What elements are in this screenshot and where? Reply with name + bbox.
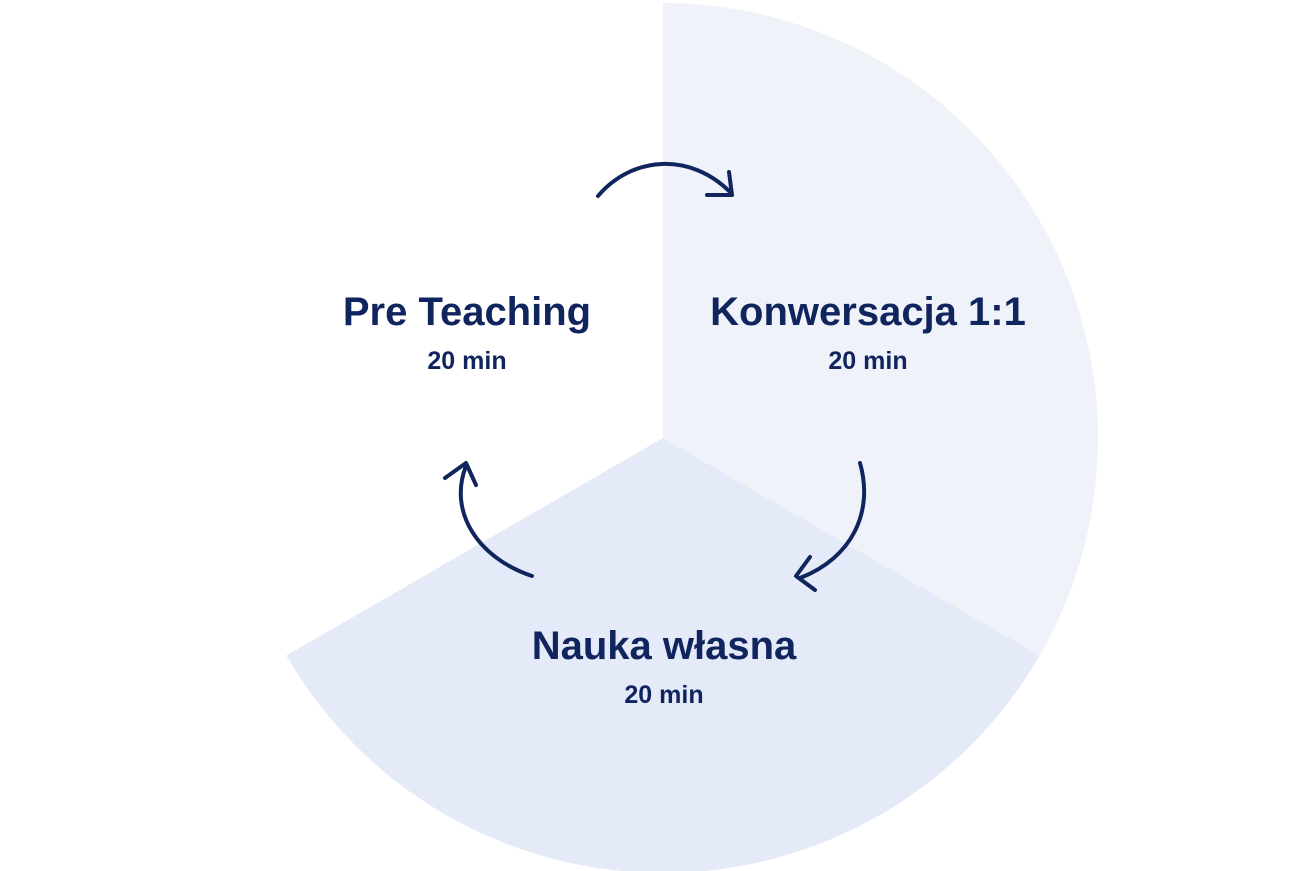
arrow-konwersacja-to-nauka-head [794,555,817,592]
arrow-konwersacja-to-nauka [798,461,867,580]
stage-title-pre-teaching: Pre Teaching [343,290,591,334]
stage-duration-konwersacja: 20 min [828,347,907,375]
arrow-nauka-to-pre-head [443,461,478,487]
stage-title-nauka-wlasna: Nauka własna [532,624,797,668]
curved-arrow-icon [596,161,734,198]
stage-duration-nauka-wlasna: 20 min [624,681,703,709]
segment-pre-teaching [228,3,663,656]
curved-arrow-icon [443,461,534,578]
stage-title-konwersacja: Konwersacja 1:1 [710,290,1026,334]
arrow-nauka-to-pre [458,464,534,578]
segment-konwersacja [663,3,1098,656]
curved-arrow-icon [794,461,867,592]
segment-nauka-wlasna [286,438,1040,871]
stage-duration-pre-teaching: 20 min [427,347,506,375]
arrow-pre-to-konwersacja-head [705,170,734,197]
arrow-pre-to-konwersacja [596,161,732,198]
